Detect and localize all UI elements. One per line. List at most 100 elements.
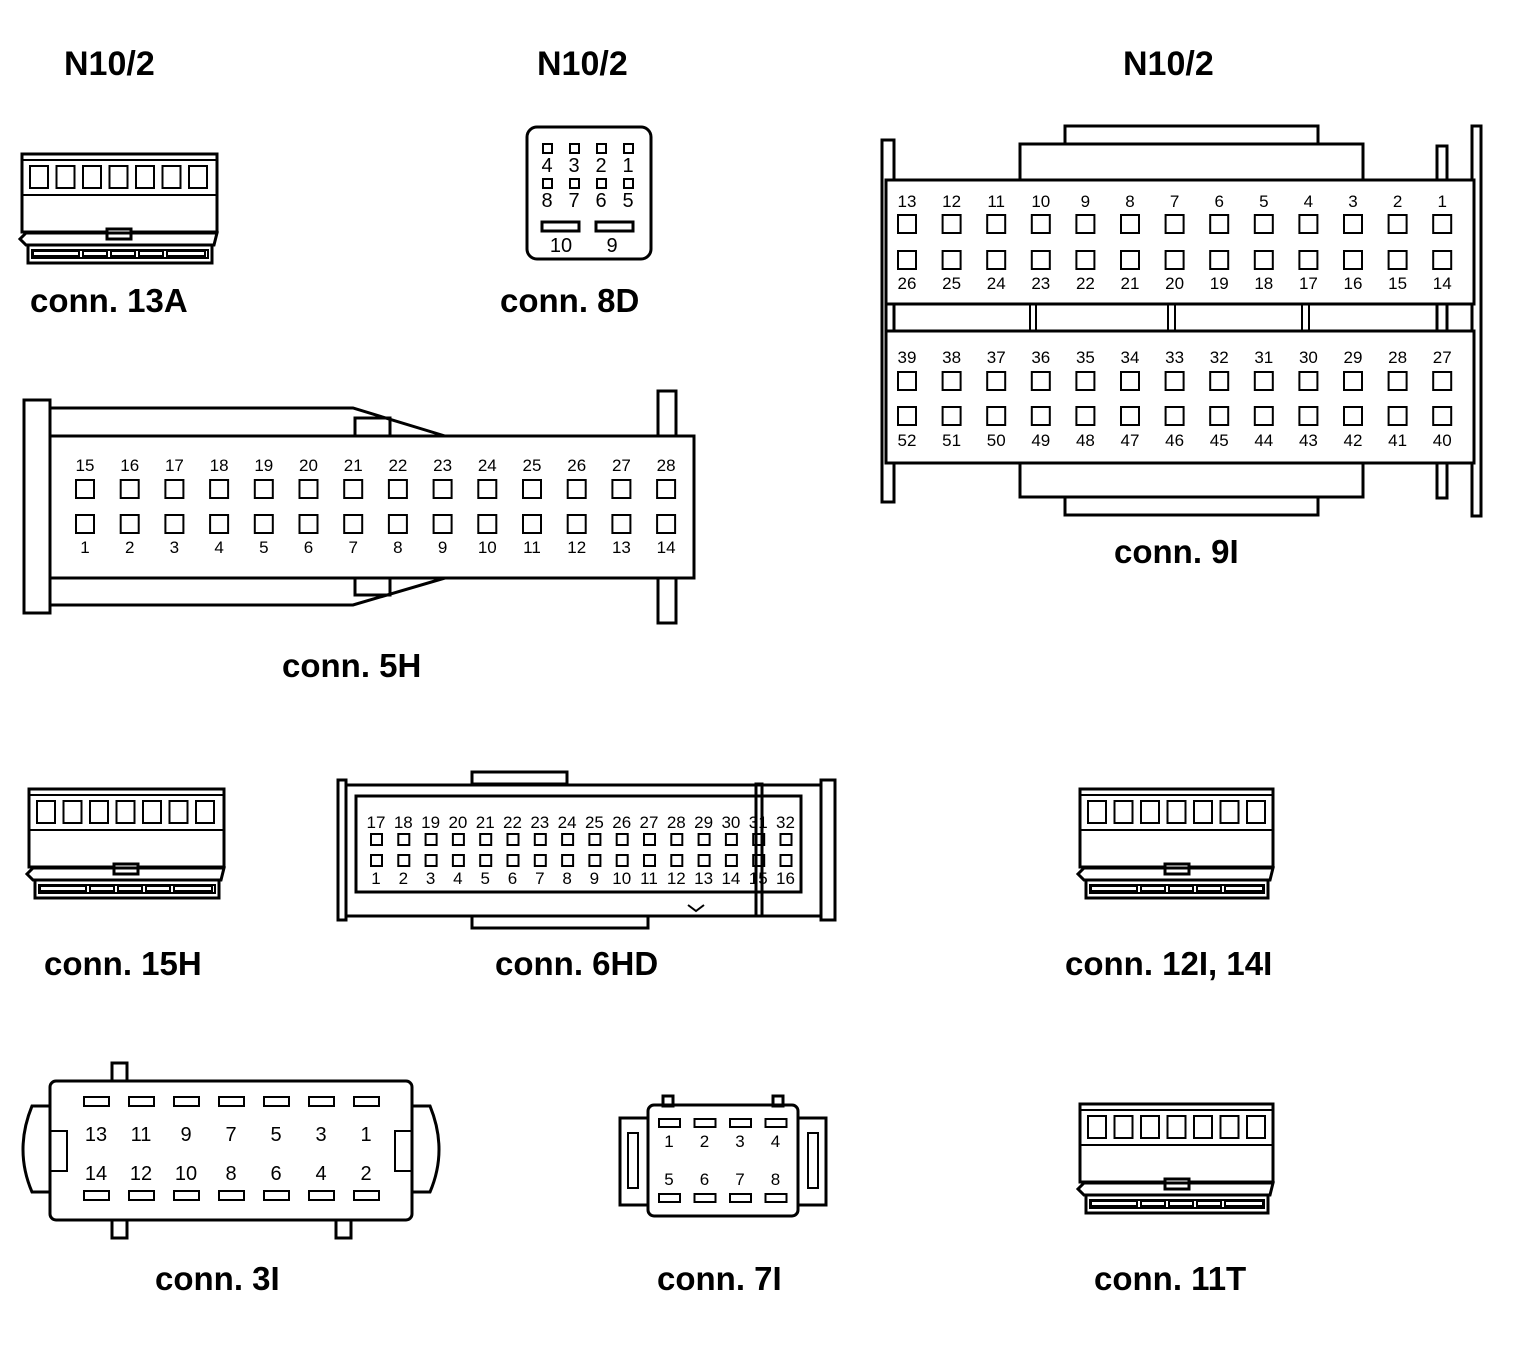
pin-label: 33 (1165, 348, 1184, 367)
terminal-cell (588, 833, 602, 846)
caption-7i: conn. 7I (657, 1260, 782, 1297)
latch-slot (89, 885, 115, 892)
terminal-cell (670, 854, 684, 867)
latch-slot (1224, 885, 1264, 892)
terminal-cell (142, 800, 162, 824)
terminal-cell (533, 833, 547, 846)
pin-label: 3 (568, 155, 579, 177)
latch-slot (117, 885, 143, 892)
terminal-cell (656, 479, 677, 499)
pin-label: 14 (1433, 274, 1452, 293)
terminal-cell (298, 479, 319, 499)
terminal-cell (566, 514, 587, 534)
caption-5h: conn. 5H (282, 647, 421, 684)
pin-label: 26 (612, 813, 631, 832)
pin-label: 16 (120, 456, 139, 475)
pin-label: 3 (315, 1124, 326, 1146)
terminal-cell (1164, 214, 1185, 234)
terminal-cell (658, 1193, 681, 1203)
terminal-cell (424, 833, 438, 846)
terminal-cell (387, 514, 408, 534)
terminal-cell (173, 1190, 200, 1201)
terminal-cell (1209, 371, 1230, 391)
pin-label: 1 (371, 869, 380, 888)
pin-label: 2 (595, 155, 606, 177)
terminal-cell (1298, 250, 1319, 270)
pin-label: 18 (394, 813, 413, 832)
pin-label: 43 (1299, 431, 1318, 450)
pin-label: 10 (478, 538, 497, 557)
latch-slot (1196, 1200, 1222, 1207)
terminal-cell (1219, 1115, 1240, 1139)
terminal-cell (218, 1190, 245, 1201)
pin-label: 25 (585, 813, 604, 832)
pin-label: 2 (360, 1163, 371, 1185)
terminal-cell (387, 479, 408, 499)
terminal-cell (569, 143, 580, 154)
header-right: N10/2 (1123, 45, 1214, 83)
terminal-cell (451, 854, 465, 867)
latch-slot (145, 885, 171, 892)
terminal-cell (115, 800, 136, 824)
terminal-cell (128, 1190, 155, 1201)
pin-label: 5 (664, 1170, 673, 1189)
terminal-cell (263, 1096, 290, 1107)
terminal-cell (588, 854, 602, 867)
pin-label: 11 (131, 1124, 152, 1146)
terminal-cell (1387, 371, 1408, 391)
pin-label: 7 (568, 190, 579, 212)
pin-label: 24 (558, 813, 577, 832)
terminal-cell (752, 854, 766, 867)
pin-label: 23 (433, 456, 452, 475)
terminal-cell (218, 1096, 245, 1107)
terminal-cell (656, 514, 677, 534)
terminal-cell (986, 214, 1007, 234)
pin-label: 20 (1165, 274, 1184, 293)
pin-label: 31 (749, 813, 768, 832)
terminal-cell (1253, 250, 1274, 270)
pin-label: 21 (344, 456, 363, 475)
pin-label: 27 (612, 456, 631, 475)
pin-label: 3 (1348, 192, 1357, 211)
terminal-cell (479, 833, 493, 846)
pin-label: 16 (776, 869, 795, 888)
pin-label: 17 (367, 813, 386, 832)
terminal-cell (596, 143, 607, 154)
pin-label: 10 (175, 1163, 197, 1185)
pin-label: 13 (898, 192, 917, 211)
terminal-cell (941, 214, 962, 234)
latch-slot (173, 885, 213, 892)
pin-label: 1 (360, 1124, 371, 1146)
terminal-cell (424, 854, 438, 867)
pin-label: 5 (1259, 192, 1268, 211)
pin-label: 13 (612, 538, 631, 557)
pin-label: 25 (942, 274, 961, 293)
pin-label: 13 (694, 869, 713, 888)
terminal-cell (55, 165, 76, 189)
terminal-cell (1246, 800, 1266, 824)
pin-label: 39 (898, 348, 917, 367)
pin-label: 37 (987, 348, 1006, 367)
pin-label: 38 (942, 348, 961, 367)
pin-label: 16 (1344, 274, 1363, 293)
terminal-cell (1087, 800, 1107, 824)
terminal-cell (897, 250, 917, 270)
terminal-cell (697, 854, 711, 867)
pin-label: 8 (225, 1163, 236, 1185)
caption-9i: conn. 9I (1114, 533, 1239, 570)
terminal-cell (209, 514, 230, 534)
pin-label: 50 (987, 431, 1006, 450)
pin-label: 15 (76, 456, 95, 475)
pin-label: 28 (1388, 348, 1407, 367)
pin-label: 32 (1210, 348, 1229, 367)
terminal-cell (75, 479, 95, 499)
terminal-cell (343, 479, 364, 499)
pin-label: 52 (898, 431, 917, 450)
pin-label: 6 (304, 538, 313, 557)
pin-label: 6 (508, 869, 517, 888)
terminal-cell (1030, 214, 1051, 234)
terminal-cell (779, 854, 793, 867)
pin-label: 29 (1344, 348, 1363, 367)
pin-label: 4 (1304, 192, 1313, 211)
terminal-cell (1113, 1115, 1134, 1139)
